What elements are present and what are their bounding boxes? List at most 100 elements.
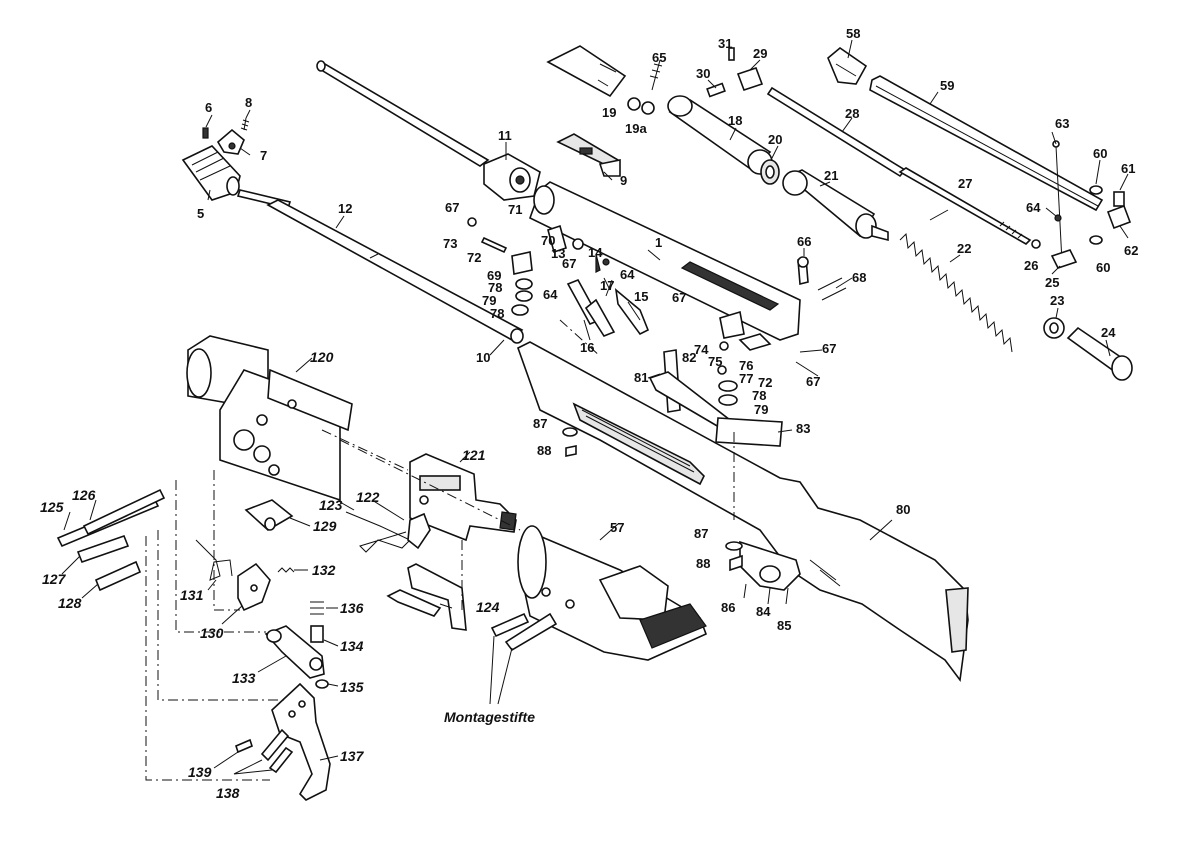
leader-lines [61,39,1129,775]
label-68: 68 [852,270,866,285]
label-88-right: 88 [696,556,710,571]
label-82: 82 [682,350,696,365]
trigger-housing-part-120 [186,335,353,502]
trigger-cover-part-57 [517,525,708,661]
part-58 [827,46,868,85]
rod-part-27 [898,167,1032,245]
breech-part-11 [483,153,541,201]
label-1: 1 [655,235,662,250]
part-139 [235,738,253,754]
part-60-lower [1089,235,1103,245]
stock-part-80 [517,341,969,683]
label-13: 13 [551,246,565,261]
part-25 [1050,249,1078,269]
label-128: 128 [58,595,82,611]
part-85 [785,587,789,605]
spring-part-132 [277,567,295,573]
label-67-d: 67 [822,341,836,356]
part-135 [315,679,329,689]
pins-125-128 [56,488,166,592]
part-19 [627,97,641,111]
part-133 [264,625,325,679]
label-81: 81 [634,370,648,385]
cocking-lever-part-59 [869,75,1104,212]
part-6 [202,127,209,139]
label-17: 17 [600,278,614,293]
label-76: 76 [739,358,753,373]
label-78-a: 78 [488,280,502,295]
part-labels: 1 5 6 7 8 9 10 11 12 13 14 15 16 17 18 1… [40,26,1138,801]
label-67-b: 67 [562,256,576,271]
piston-part-21 [782,169,889,242]
part-60-upper [1089,185,1103,195]
front-sight-part-5 [181,145,241,201]
label-64-left: 64 [543,287,558,302]
label-62: 62 [1124,243,1138,258]
label-12: 12 [338,201,352,216]
part-62 [1106,204,1132,230]
label-78-b: 78 [490,306,504,321]
part-64 [1054,214,1062,222]
label-22: 22 [957,241,971,256]
label-59: 59 [940,78,954,93]
label-85: 85 [777,618,791,633]
label-78-c: 78 [752,388,766,403]
label-72-right: 72 [758,375,772,390]
label-75: 75 [708,354,722,369]
part-8 [243,117,247,131]
label-6: 6 [205,100,212,115]
label-72-left: 72 [467,250,481,265]
montagestifte-pins [490,612,558,652]
part-26 [1031,239,1041,249]
label-71: 71 [508,202,522,217]
trigger-block-part-121 [409,453,517,542]
trigger-guard-part-84 [739,540,801,591]
label-139: 139 [188,764,212,780]
label-126: 126 [72,487,96,503]
label-67-a: 67 [445,200,459,215]
label-23: 23 [1050,293,1064,308]
label-123: 123 [319,497,343,513]
trigger-pieces-right [648,256,847,447]
label-88-left: 88 [537,443,551,458]
cylinder-part-18 [667,95,773,175]
label-60-bottom: 60 [1096,260,1110,275]
assembly-lines [145,319,735,781]
part-30 [706,82,726,98]
label-24: 24 [1101,325,1116,340]
washer-part-23 [1043,317,1065,339]
label-20: 20 [768,132,782,147]
label-70: 70 [541,233,555,248]
guide-part-24 [1066,326,1133,381]
part-20 [760,159,780,185]
label-18: 18 [728,113,742,128]
label-79-b: 79 [754,402,768,417]
label-86: 86 [721,600,735,615]
label-19: 19 [602,105,616,120]
label-15: 15 [634,289,648,304]
label-67-c: 67 [672,290,686,305]
label-120: 120 [310,349,334,365]
label-64-mid: 64 [620,267,635,282]
barrel-part-12 [266,199,524,344]
part-130 [237,562,271,612]
label-64-right: 64 [1026,200,1041,215]
rod-part-28 [766,86,907,178]
part-134 [310,625,324,643]
label-29: 29 [753,46,767,61]
label-125: 125 [40,499,64,515]
label-137: 137 [340,748,365,764]
part-63 [1055,145,1063,263]
label-135: 135 [340,679,364,695]
label-5: 5 [197,206,204,221]
rear-sight-part-9 [556,133,621,177]
part-31 [728,47,735,61]
label-58: 58 [846,26,860,41]
receiver-part-1 [529,181,801,341]
label-30: 30 [696,66,710,81]
label-122: 122 [356,489,380,505]
label-57: 57 [610,520,624,535]
label-129: 129 [313,518,337,534]
label-26: 26 [1024,258,1038,273]
